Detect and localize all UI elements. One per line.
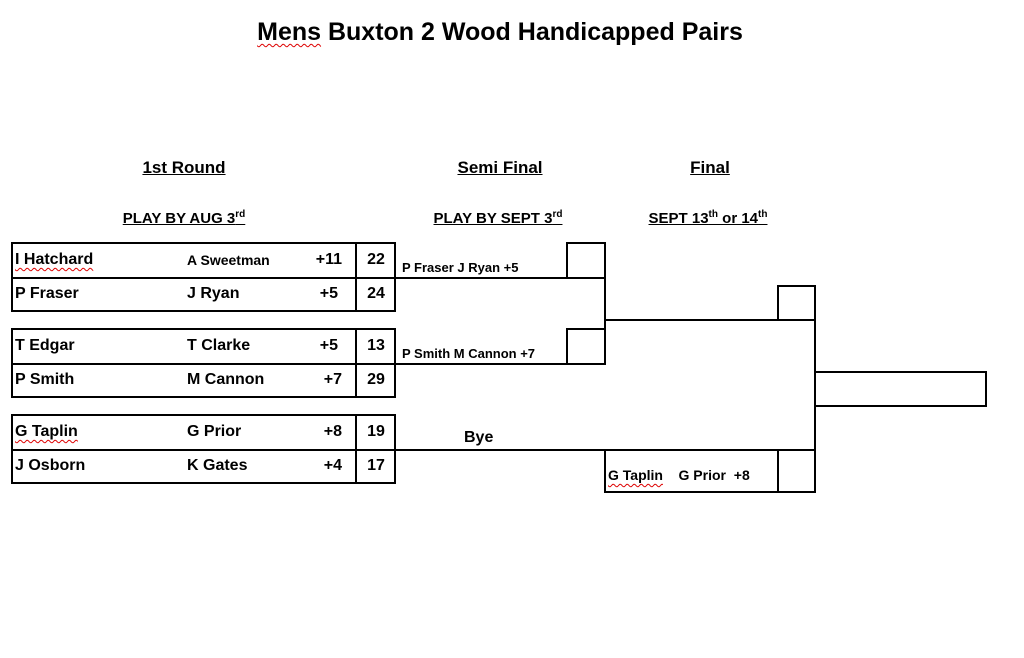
bye-line xyxy=(396,449,606,451)
player-4: P Smith xyxy=(15,371,75,388)
player-5: G Taplin xyxy=(15,423,78,440)
deadline-final: SEPT 13th or 14th xyxy=(648,209,768,227)
row-divider xyxy=(11,449,396,451)
partner-5: G Prior xyxy=(187,423,242,440)
score-6: 17 xyxy=(367,457,385,474)
final-score-box-2 xyxy=(777,449,816,493)
deadline-1st-round: PLAY BY AUG 3rd xyxy=(122,209,246,227)
heading-semi-final: Semi Final xyxy=(457,158,543,177)
score-divider xyxy=(355,242,357,312)
semi-entry-2: P Smith M Cannon +7 xyxy=(402,346,536,361)
final-entry-left-edge xyxy=(604,449,606,493)
score-divider xyxy=(355,328,357,398)
final-line-top xyxy=(604,319,816,321)
partner-1: A Sweetman xyxy=(187,252,270,268)
deadline-semi-final: PLAY BY SEPT 3rd xyxy=(433,209,563,227)
bye-label: Bye xyxy=(464,429,494,446)
player-3: T Edgar xyxy=(15,337,75,354)
handicap-1: +11 xyxy=(315,251,342,268)
final-score-box-1 xyxy=(777,285,816,321)
player-1: I Hatchard xyxy=(15,251,94,268)
final-line-bottom xyxy=(604,449,816,451)
score-5: 19 xyxy=(367,423,385,440)
player-2: P Fraser xyxy=(15,285,79,302)
heading-final: Final xyxy=(690,158,730,177)
semi-entry-1: P Fraser J Ryan +5 xyxy=(402,260,519,275)
semi-score-box-1 xyxy=(566,242,606,279)
title-word-mens: Mens xyxy=(257,18,322,46)
semi-score-box-2 xyxy=(566,328,606,365)
player-6: J Osborn xyxy=(15,457,86,474)
final-entry-bottom xyxy=(604,491,816,493)
handicap-2: +5 xyxy=(319,285,338,302)
page-title: Mens Buxton 2 Wood Handicapped Pairs xyxy=(0,18,1000,47)
handicap-6: +4 xyxy=(323,457,342,474)
heading-1st-round: 1st Round xyxy=(142,158,226,177)
row-divider xyxy=(11,277,396,279)
semi-line-mid xyxy=(396,363,606,365)
semi-line-top xyxy=(396,277,606,279)
score-divider xyxy=(355,414,357,484)
handicap-3: +5 xyxy=(319,337,338,354)
score-1: 22 xyxy=(367,251,385,268)
row-divider xyxy=(11,363,396,365)
score-2: 24 xyxy=(367,285,385,302)
winner-box xyxy=(814,371,987,407)
partner-6: K Gates xyxy=(187,457,248,474)
partner-2: J Ryan xyxy=(187,285,240,302)
handicap-4: +7 xyxy=(323,371,342,388)
final-entry: G Taplin G Prior +8 xyxy=(608,467,750,483)
score-3: 13 xyxy=(367,337,385,354)
partner-4: M Cannon xyxy=(187,371,265,388)
partner-3: T Clarke xyxy=(187,337,251,354)
handicap-5: +8 xyxy=(323,423,342,440)
title-rest: Buxton 2 Wood Handicapped Pairs xyxy=(321,18,743,46)
score-4: 29 xyxy=(367,371,385,388)
semi-bracket-vertical xyxy=(604,277,606,365)
